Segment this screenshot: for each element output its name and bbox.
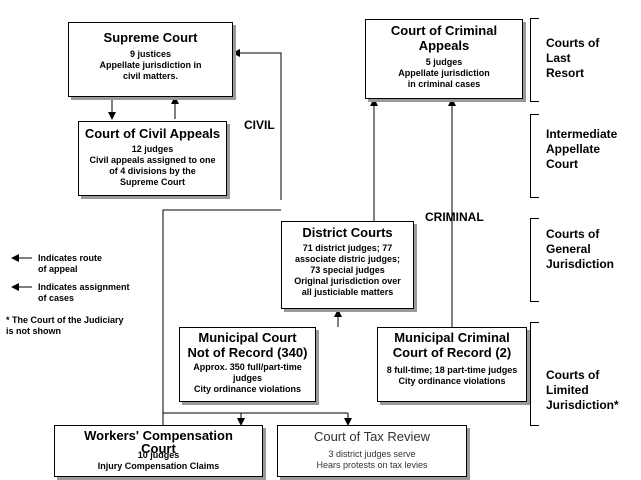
municipal-court-title: Not of Record (340) [187,345,308,360]
supreme-court-detail: 9 justices [129,49,172,59]
general-bracket [530,218,539,302]
criminal-appeals-title: Appeals [418,38,470,53]
municipal-court-detail: judges [232,373,262,383]
workers-compensation-detail: Injury Compensation Claims [97,461,220,471]
municipal-criminal-title: Court of Record (2) [392,345,512,360]
workers-to-district-line [162,209,281,425]
district-courts-detail: associate distric judges; [294,254,401,264]
criminal-appeals-detail: in criminal cases [407,79,481,89]
civil-appeals-detail: 12 judges [131,144,174,154]
tier-label-line: Courts of [546,227,600,241]
tier-label-line: Last [546,51,571,65]
supreme-court-box: Supreme Court 9 justices Appellate juris… [68,22,233,97]
tier-label-line: Resort [546,66,585,80]
workers-compensation-title: Workers' Compensation [84,428,233,443]
civil-label: CIVIL [244,118,275,132]
supreme-court-detail: Appellate jurisdiction in [99,60,202,70]
legend-note-text: * The Court of the Judiciary [6,315,124,325]
civil-appeals-detail: Supreme Court [119,177,185,187]
tax-review-title: Court of Tax Review [313,429,431,444]
criminal-appeals-title: Court of Criminal [390,23,498,38]
supreme-court-detail: civil matters. [122,71,179,81]
tax-review-box: Court of Tax Review 3 district judges se… [277,425,467,477]
tier-label-line: Courts of [546,36,600,50]
legend-appeal-text: of appeal [38,264,78,274]
criminal-appeals-detail: Appellate jurisdiction [398,68,490,78]
tier-label-line: Intermediate [546,127,618,141]
limited-bracket [530,322,539,426]
district-courts-detail: Original jurisdiction over [294,276,401,286]
tier-label-line: Court [546,157,578,171]
criminal-appeals-detail: 5 judges [425,57,463,67]
criminal-label: CRIMINAL [425,210,484,224]
workers-compensation-box: Workers' Compensation Court 10 judges In… [54,425,263,477]
tier-last-resort-label: Courts of Last Resort [546,36,599,81]
last-resort-bracket [530,18,539,102]
civil-appeals-detail: Civil appeals assigned to one [89,155,216,165]
tier-general-label: Courts of General Jurisdiction [546,227,614,272]
municipal-criminal-court-box: Municipal Criminal Court of Record (2) 8… [377,327,527,402]
municipal-criminal-detail: 8 full-time; 18 part-time judges [386,365,518,375]
civil-appeals-title: Court of Civil Appeals [84,126,221,141]
municipal-court-detail: Approx. 350 full/part-time [193,362,302,372]
tier-intermediate-label: Intermediate Appellate Court [546,127,617,172]
criminal-appeals-box: Court of Criminal Appeals 5 judges Appel… [365,19,523,99]
civil-appeals-box: Court of Civil Appeals 12 judges Civil a… [78,121,227,196]
tier-label-line: Appellate [546,142,601,156]
district-courts-detail: 71 district judges; 77 [302,243,393,253]
legend-note-text: is not shown [6,326,61,336]
workers-compensation-detail: 10 judges [137,450,180,460]
district-courts-box: District Courts 71 district judges; 77 a… [281,221,414,309]
legend-appeal: Indicates route of appeal [38,253,102,275]
district-courts-detail: all justiciable matters [301,287,394,297]
tier-label-line: General [546,242,591,256]
district-to-supreme-arrow [232,49,282,200]
intermediate-bracket [530,114,539,198]
district-courts-detail: 73 special judges [310,265,385,275]
legend-assignment-text: Indicates assignment [38,282,130,292]
municipal-court-detail: City ordinance violations [193,384,302,394]
tax-review-detail: Hears protests on tax levies [316,460,428,470]
municipal-court-box: Municipal Court Not of Record (340) Appr… [179,327,316,402]
tier-label-line: Jurisdiction [546,257,615,271]
legend-note: * The Court of the Judiciary is not show… [6,315,124,337]
tax-review-detail: 3 district judges serve [328,449,416,459]
legend-assignment-text: of cases [38,293,75,303]
tier-label-line: Jurisdiction* [546,398,619,412]
legend-assignment: Indicates assignment of cases [38,282,130,304]
municipal-court-title: Municipal Court [198,330,297,345]
supreme-court-title: Supreme Court [103,30,198,45]
civil-appeals-detail: of 4 divisions by the [109,166,196,176]
legend-appeal-text: Indicates route [38,253,103,263]
workers-compensation-title: Court [141,441,176,456]
district-courts-title: District Courts [302,225,393,240]
tier-limited-label: Courts of Limited Jurisdiction* [546,368,619,413]
municipal-criminal-title: Municipal Criminal [394,330,510,345]
tier-label-line: Limited [546,383,589,397]
tier-label-line: Courts of [546,368,600,382]
municipal-criminal-detail: City ordinance violations [398,376,506,386]
